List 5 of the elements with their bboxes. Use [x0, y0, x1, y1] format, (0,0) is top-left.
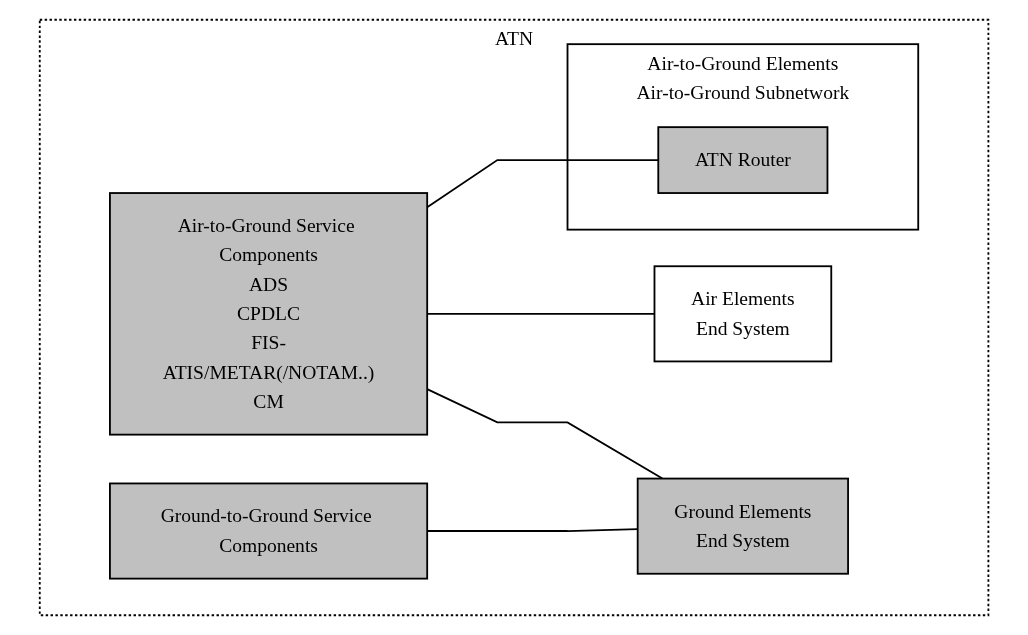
node-box: Air-to-Ground Service Components ADS CPDLC FIS-ATIS/METAR(/NOTAM..) CM: [108, 192, 429, 436]
node-box: Ground-to-Ground Service Components: [108, 482, 429, 580]
node-box: Ground Elements End System: [636, 477, 849, 575]
node-box: ATN Router: [657, 126, 829, 194]
node-box: Air Elements End System: [653, 265, 833, 363]
